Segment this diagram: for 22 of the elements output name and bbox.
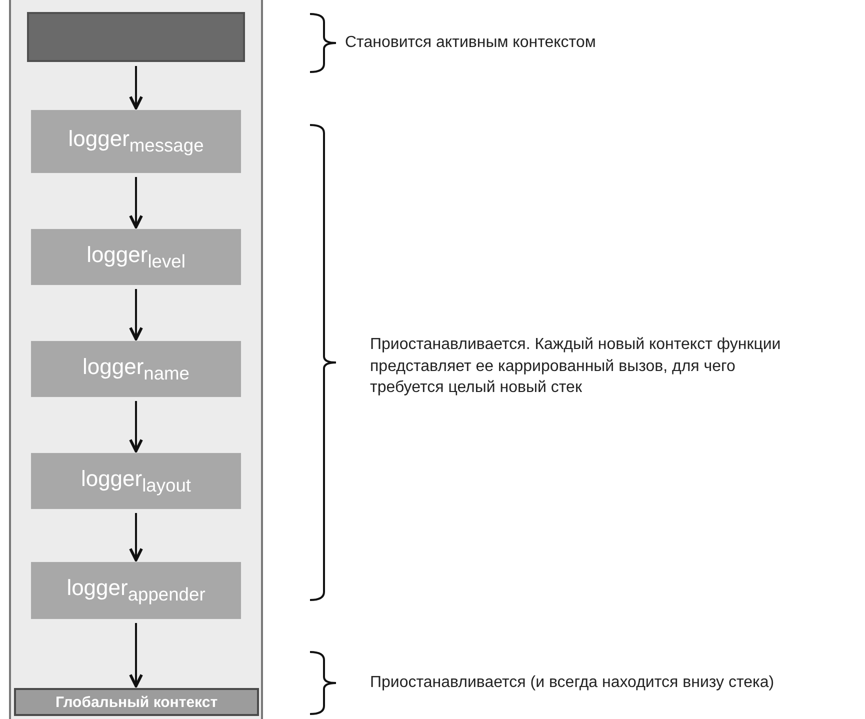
frame-label: logger$_{message}$: [68, 126, 204, 157]
box: [27, 12, 245, 62]
annotation-text: Становится активным контекстом: [345, 33, 596, 53]
stack-frame-box: [31, 562, 241, 619]
arrow: [129, 66, 143, 110]
annotation-text: Приостанавливается (и всегда находится внизу стека): [370, 673, 774, 693]
arrow: [129, 401, 143, 452]
stack-frame-box: [31, 229, 241, 285]
arrow: [129, 623, 143, 688]
stack-frame-box: [31, 341, 241, 397]
stack-frame-box: [31, 110, 241, 173]
frame-label: logger$_{name}$: [82, 354, 190, 384]
frame-label: Глобальный контекст: [55, 694, 218, 710]
annotation-text: Приостанавливается. Каждый новый контекст функции представляет ее каррированный вызов, для чего требуется целый новый стек: [370, 335, 782, 398]
arrow: [129, 513, 143, 562]
stack-frame-box: [31, 453, 241, 509]
arrow: [129, 177, 143, 228]
arrow: [129, 289, 143, 340]
stack-frame-box: [14, 688, 259, 716]
frame-label: logger$_{appender}$: [66, 575, 206, 606]
frame-label: logger$_{level}$: [86, 242, 186, 272]
frame-label: logger$_{layout}$: [80, 466, 192, 496]
